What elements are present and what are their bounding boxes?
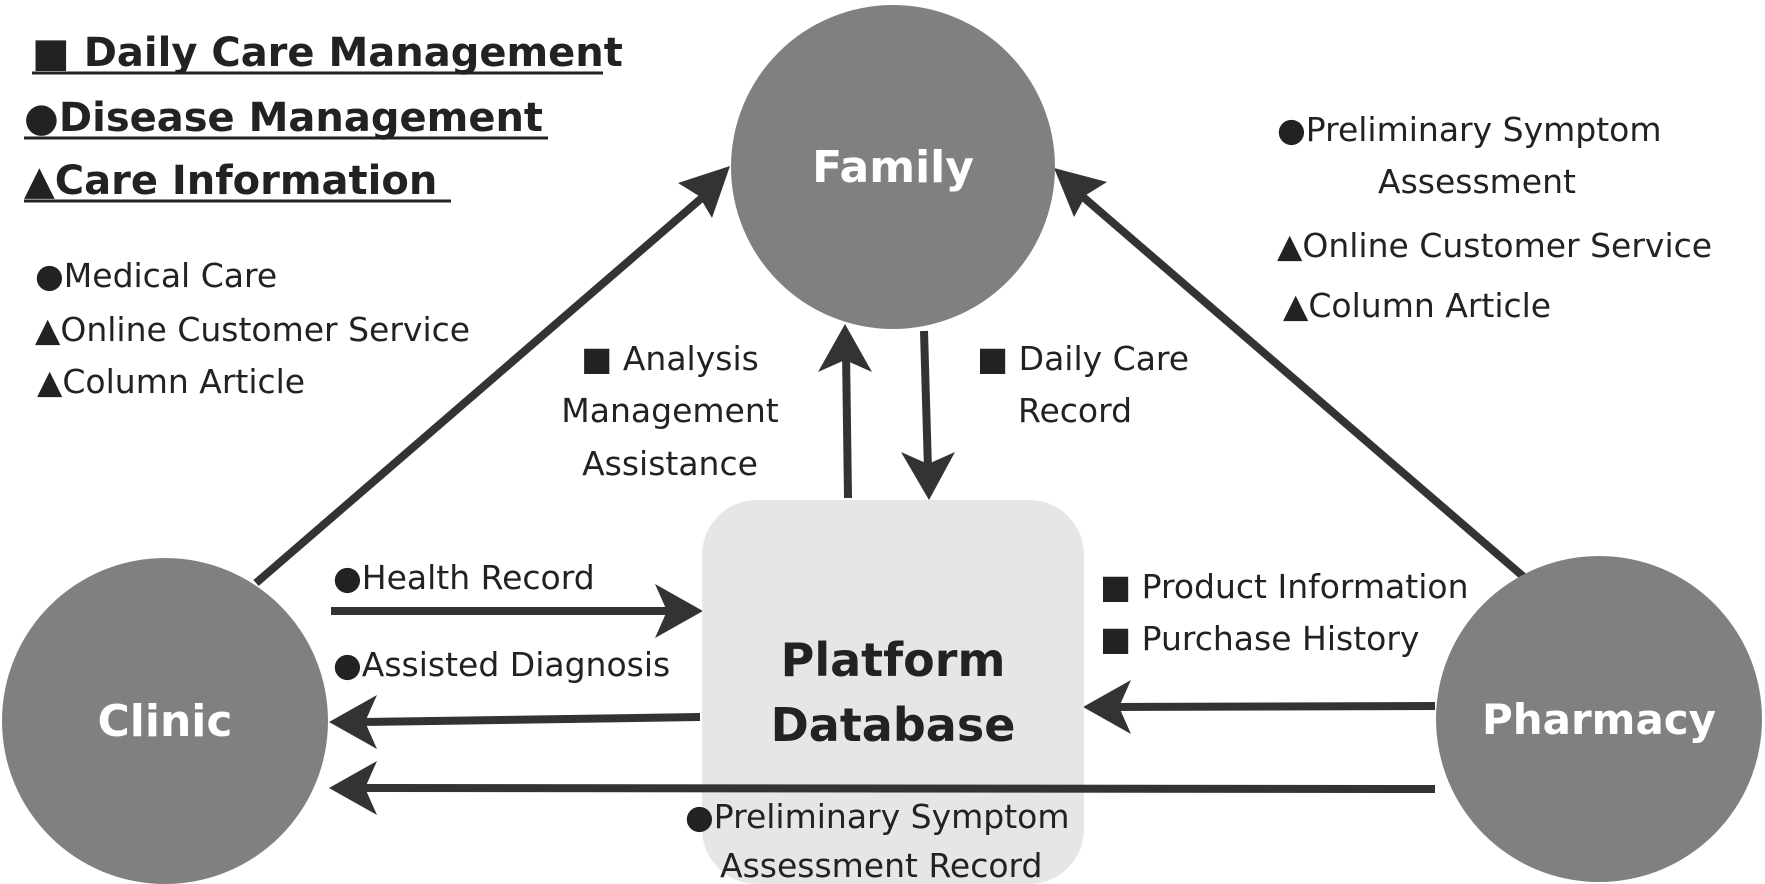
edge-pharmacy-to-family	[1072, 186, 1528, 582]
label-pharmacy-family-2: Assessment	[1378, 162, 1576, 201]
database-label-line1: Platform	[781, 633, 1006, 687]
label-database-family-2: Management	[561, 391, 778, 430]
label-clinic-family-2: ▲Online Customer Service	[35, 310, 470, 349]
label-family-database-2: Record	[1018, 391, 1132, 430]
legend: ■ Daily Care Management ●Disease Managem…	[24, 30, 623, 204]
arrowhead-clinic-to-database	[655, 584, 703, 638]
label-pharmacy-database-1: ■ Product Information	[1100, 567, 1468, 606]
node-pharmacy: Pharmacy	[1436, 556, 1762, 882]
clinic-label: Clinic	[98, 696, 233, 747]
arrowhead-pharmacy-to-clinic	[329, 761, 377, 815]
label-pharmacy-clinic-1: ●Preliminary Symptom	[685, 797, 1069, 836]
label-pharmacy-family-3: ▲Online Customer Service	[1277, 226, 1712, 265]
edge-pharmacy-to-database	[1115, 702, 1436, 711]
edge-database-to-clinic	[361, 713, 701, 726]
legend-daily-care: ■ Daily Care Management	[32, 30, 623, 76]
label-pharmacy-clinic-2: Assessment Record	[720, 846, 1042, 884]
edge-clinic-to-family	[253, 186, 714, 587]
arrowhead-pharmacy-to-family	[1054, 168, 1107, 217]
legend-disease: ●Disease Management	[24, 95, 543, 141]
arrowhead-pharmacy-to-database	[1083, 680, 1131, 734]
family-circle	[731, 5, 1055, 329]
database-label-line2: Database	[771, 698, 1016, 752]
edge-labels: ●Medical Care ▲Online Customer Service ▲…	[35, 110, 1712, 884]
edge-family-to-database	[920, 330, 932, 471]
label-pharmacy-family-1: ●Preliminary Symptom	[1277, 110, 1661, 149]
label-database-clinic: ●Assisted Diagnosis	[333, 645, 670, 684]
pharmacy-label: Pharmacy	[1482, 695, 1716, 744]
node-family: Family	[731, 5, 1055, 329]
edge-database-to-family	[842, 351, 852, 499]
label-database-family-3: Assistance	[582, 444, 758, 483]
pharmacy-circle	[1436, 556, 1762, 882]
label-clinic-family-3: ▲Column Article	[37, 362, 305, 401]
label-database-family-1: ■ Analysis	[581, 339, 759, 378]
label-pharmacy-database-2: ■ Purchase History	[1100, 619, 1419, 658]
arrowhead-database-to-clinic	[329, 695, 377, 749]
label-family-database-1: ■ Daily Care	[977, 339, 1189, 378]
arrowhead-family-to-database	[901, 452, 955, 500]
label-clinic-database: ●Health Record	[333, 558, 595, 597]
legend-care-info: ▲Care Information	[24, 158, 437, 204]
clinic-circle	[2, 558, 328, 884]
edge-group-pharmacy-to-clinic	[329, 761, 1436, 815]
label-pharmacy-family-4: ▲Column Article	[1283, 286, 1551, 325]
node-clinic: Clinic	[2, 558, 328, 884]
label-clinic-family-1: ●Medical Care	[35, 256, 277, 295]
arrowhead-clinic-to-family	[678, 166, 730, 218]
edges	[253, 166, 1528, 749]
edge-pharmacy-to-clinic	[361, 784, 1436, 793]
family-label: Family	[812, 142, 974, 193]
arrowhead-database-to-family	[818, 324, 872, 372]
